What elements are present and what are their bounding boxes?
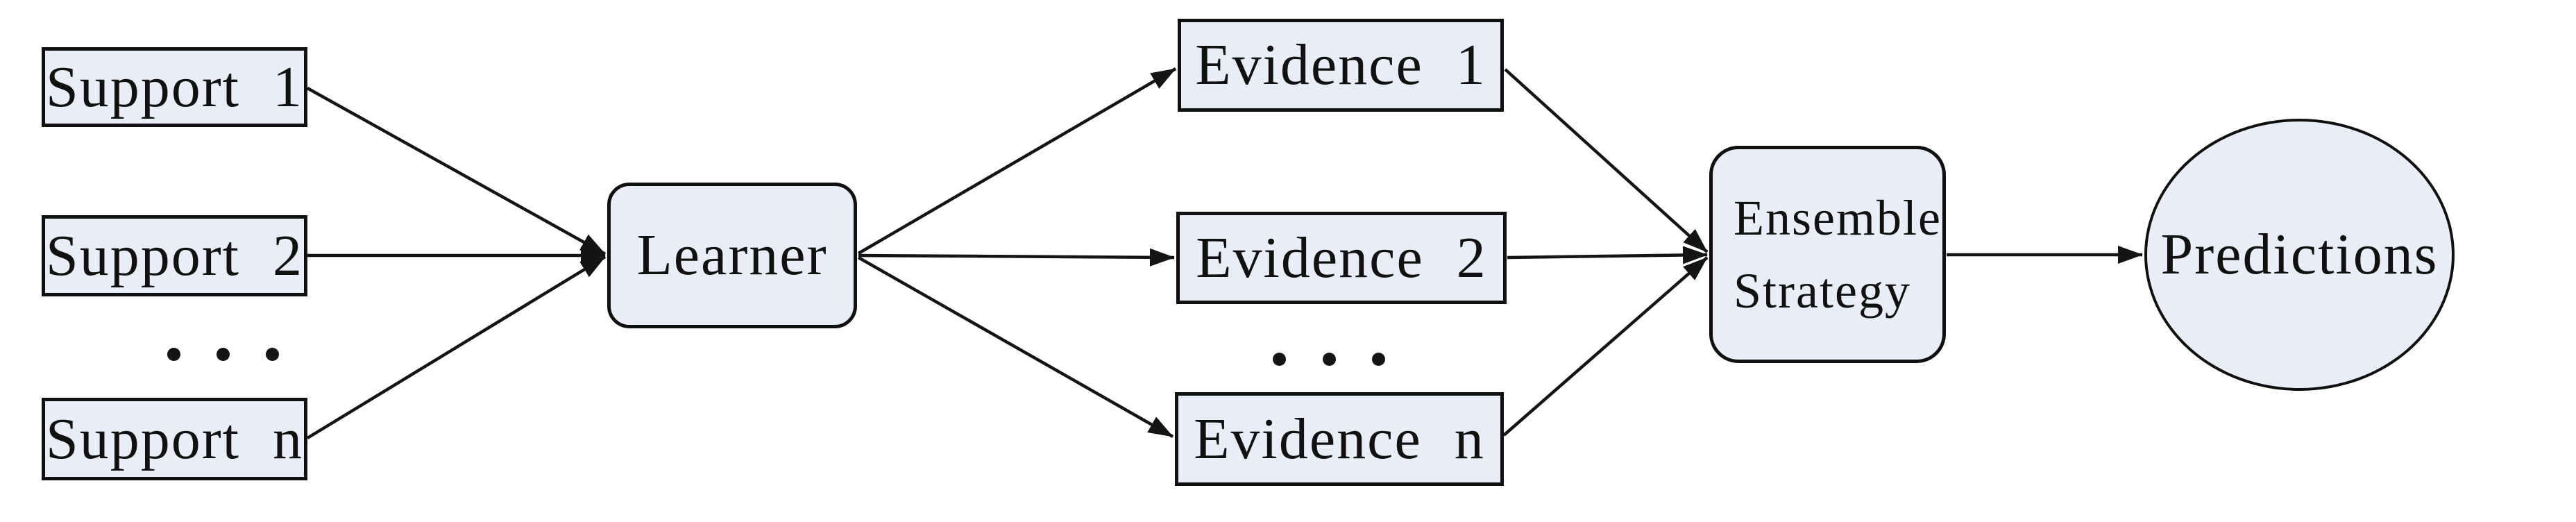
- ellipsis-left-dot: [217, 348, 230, 361]
- node-support-n-label: Support n: [45, 406, 304, 471]
- edge-learner-evidence1: [857, 67, 1177, 255]
- node-learner-label: Learner: [636, 223, 828, 287]
- node-evidence-1-label: Evidence 1: [1195, 33, 1486, 97]
- node-ensemble-strategy-label: Ensemble Strategy: [1734, 190, 1942, 319]
- ellipsis-middle-dot: [1273, 353, 1286, 366]
- edge-evidence2-ensemble: [1507, 246, 1708, 264]
- node-support-1-label: Support 1: [45, 54, 304, 119]
- node-support-2-label: Support 2: [45, 223, 304, 288]
- ellipsis-middle-dot: [1372, 353, 1385, 366]
- node-evidence-n: Evidence n: [1175, 392, 1504, 486]
- edge-evidence1-ensemble: [1504, 68, 1709, 253]
- node-evidence-2: Evidence 2: [1176, 212, 1507, 304]
- node-evidence-n-label: Evidence n: [1194, 406, 1485, 471]
- node-predictions: Predictions: [2144, 119, 2455, 391]
- node-support-2: Support 2: [42, 215, 307, 296]
- ellipsis-left-dot: [167, 348, 180, 361]
- edge-learner-evidencen: [857, 256, 1174, 438]
- ellipsis-middle-dot: [1323, 353, 1336, 366]
- node-support-1: Support 1: [42, 47, 307, 127]
- node-learner: Learner: [607, 183, 857, 328]
- node-support-n: Support n: [42, 398, 307, 480]
- edge-supportn-learner: [306, 255, 607, 439]
- node-evidence-2-label: Evidence 2: [1196, 225, 1487, 290]
- edge-support1-learner: [306, 87, 607, 255]
- ellipsis-left-dot: [266, 348, 279, 361]
- node-predictions-label: Predictions: [2160, 222, 2439, 287]
- edge-learner-evidence2: [858, 248, 1175, 267]
- node-evidence-1: Evidence 1: [1178, 19, 1504, 112]
- edge-evidencen-ensemble: [1502, 256, 1709, 437]
- node-ensemble-strategy: Ensemble Strategy: [1709, 146, 1946, 363]
